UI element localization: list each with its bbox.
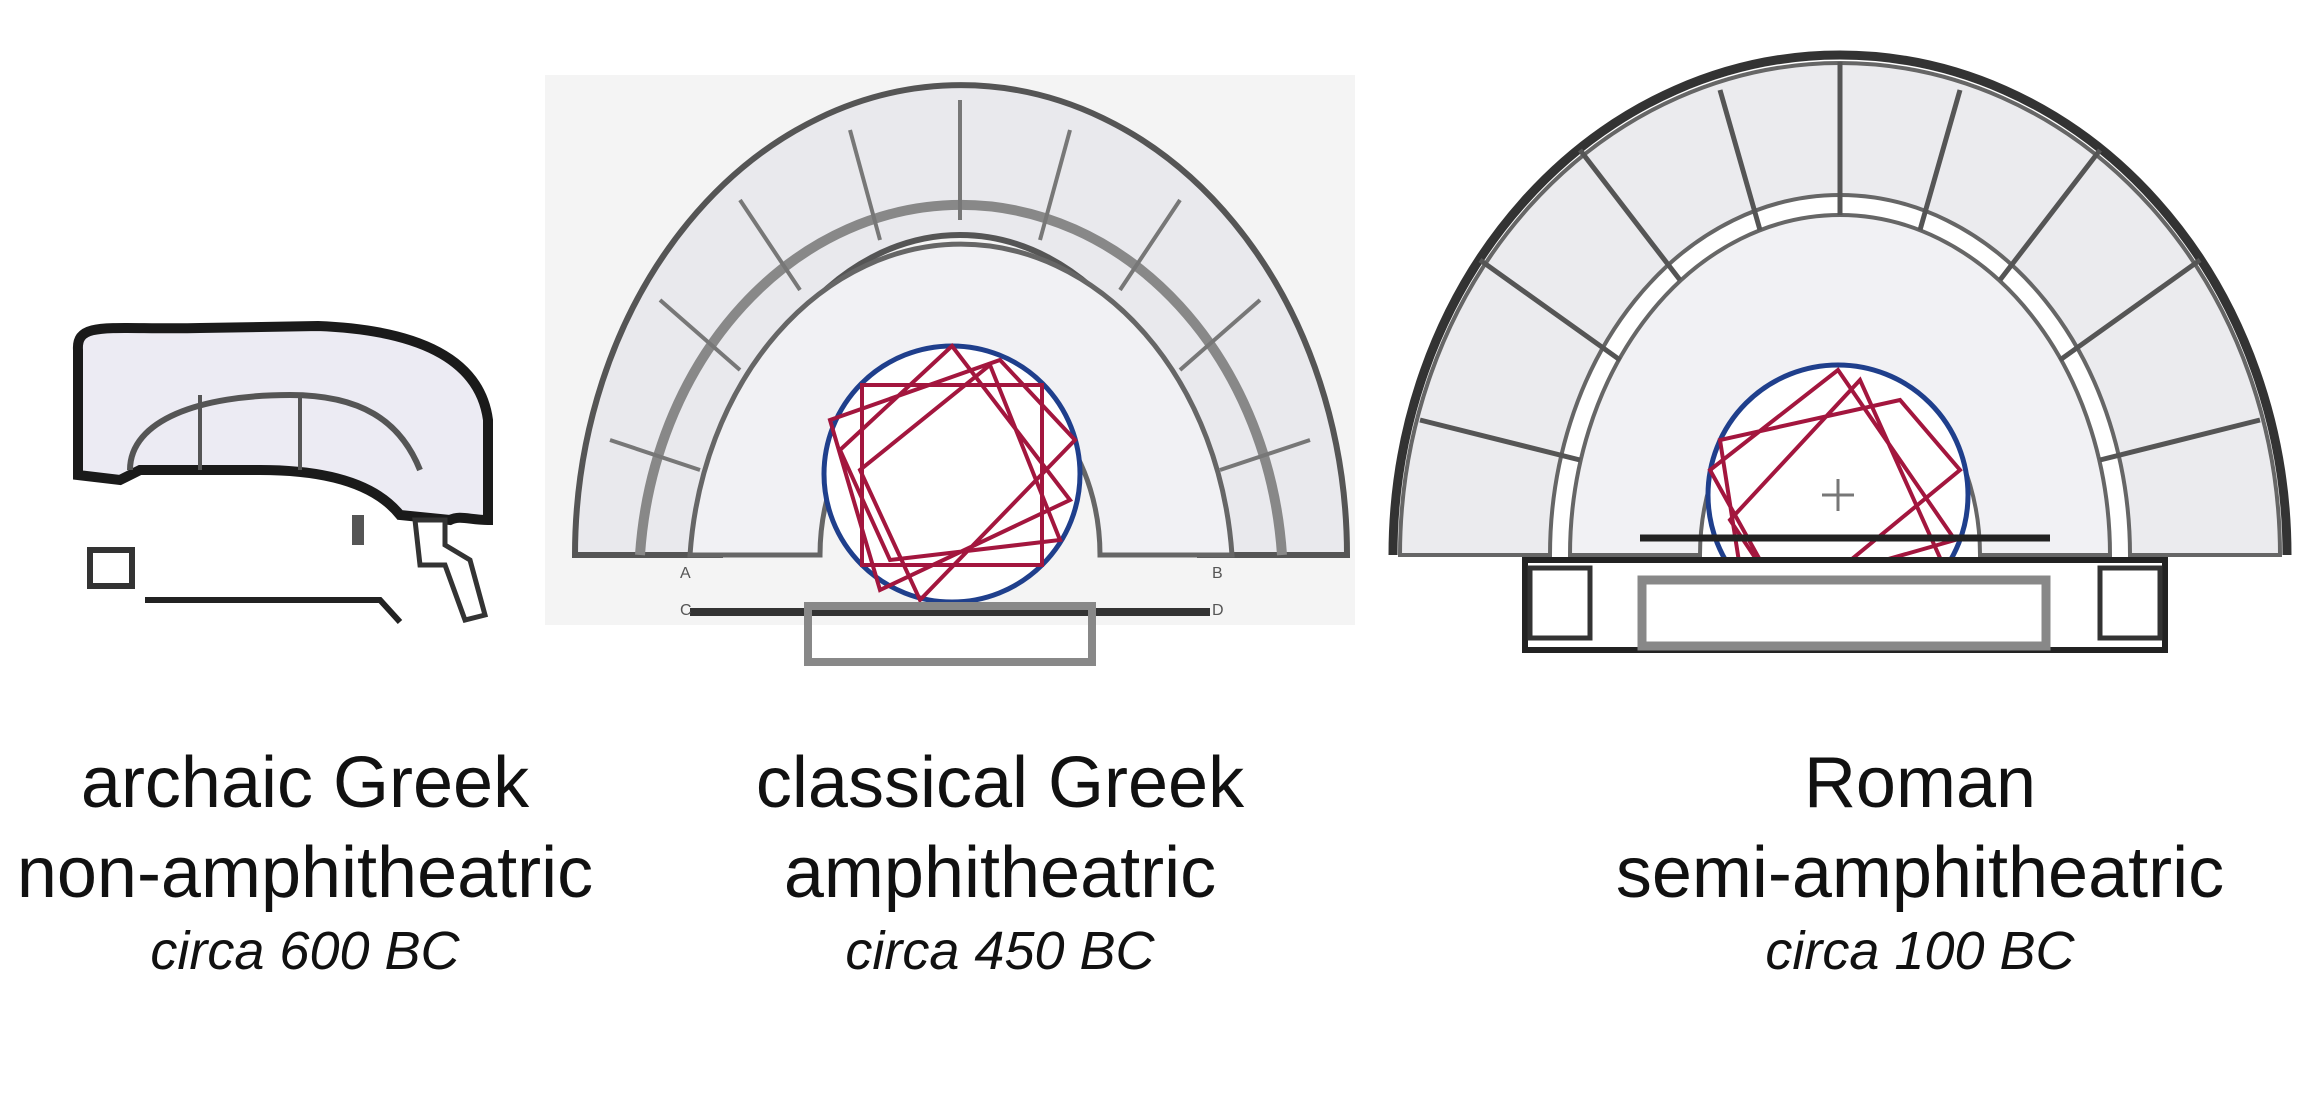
archaic-building-left [87,547,135,589]
caption-roman-line-1: Roman [1803,743,2037,823]
plan-letter-d: D [1212,602,1224,619]
classical-plan: A B C D [545,75,1355,666]
caption-roman-line-2: semi-amphitheatric [1615,833,2225,913]
roman-outer-wall [1388,50,2292,556]
caption-roman: Roman semi-amphitheatric circa 100 BC [1500,738,2316,984]
roman-wing-right [2097,565,2163,641]
roman-outer-cavea [1397,61,2283,557]
caption-classical-line-1: classical Greek [755,743,1245,823]
classical-square [860,383,1044,567]
caption-archaic-line-2: non-amphitheatric [16,833,594,913]
plan-letter-a: A [680,565,691,582]
roman-radial-aisles [1419,62,2261,463]
caption-classical: classical Greek amphitheatric circa 450 … [700,738,1300,984]
caption-classical-date: circa 450 BC [845,921,1155,981]
classical-polygram [827,343,1078,604]
roman-wing-left [1527,565,1593,641]
archaic-block [352,515,364,545]
archaic-boundary-line [145,597,403,625]
plan-letter-b: B [1212,565,1223,582]
caption-roman-date: circa 100 BC [1765,921,2075,981]
roman-scaenae-frons [1522,557,2168,653]
caption-archaic-line-1: archaic Greek [80,743,530,823]
archaic-inner-row [127,391,423,472]
classical-radial-aisles [609,100,1311,472]
caption-classical-line-2: amphitheatric [783,833,1217,913]
caption-archaic-date: circa 600 BC [150,921,460,981]
caption-archaic: archaic Greek non-amphitheatric circa 60… [0,738,610,984]
classical-skene [804,602,1096,666]
plan-letter-c: C [680,602,692,619]
roman-stage [1637,575,2051,651]
archaic-seating-area [72,320,493,526]
archaic-plan [72,320,493,625]
classical-outer-cavea [571,82,1351,558]
archaic-building-right [412,517,489,623]
roman-plan [1388,50,2292,653]
